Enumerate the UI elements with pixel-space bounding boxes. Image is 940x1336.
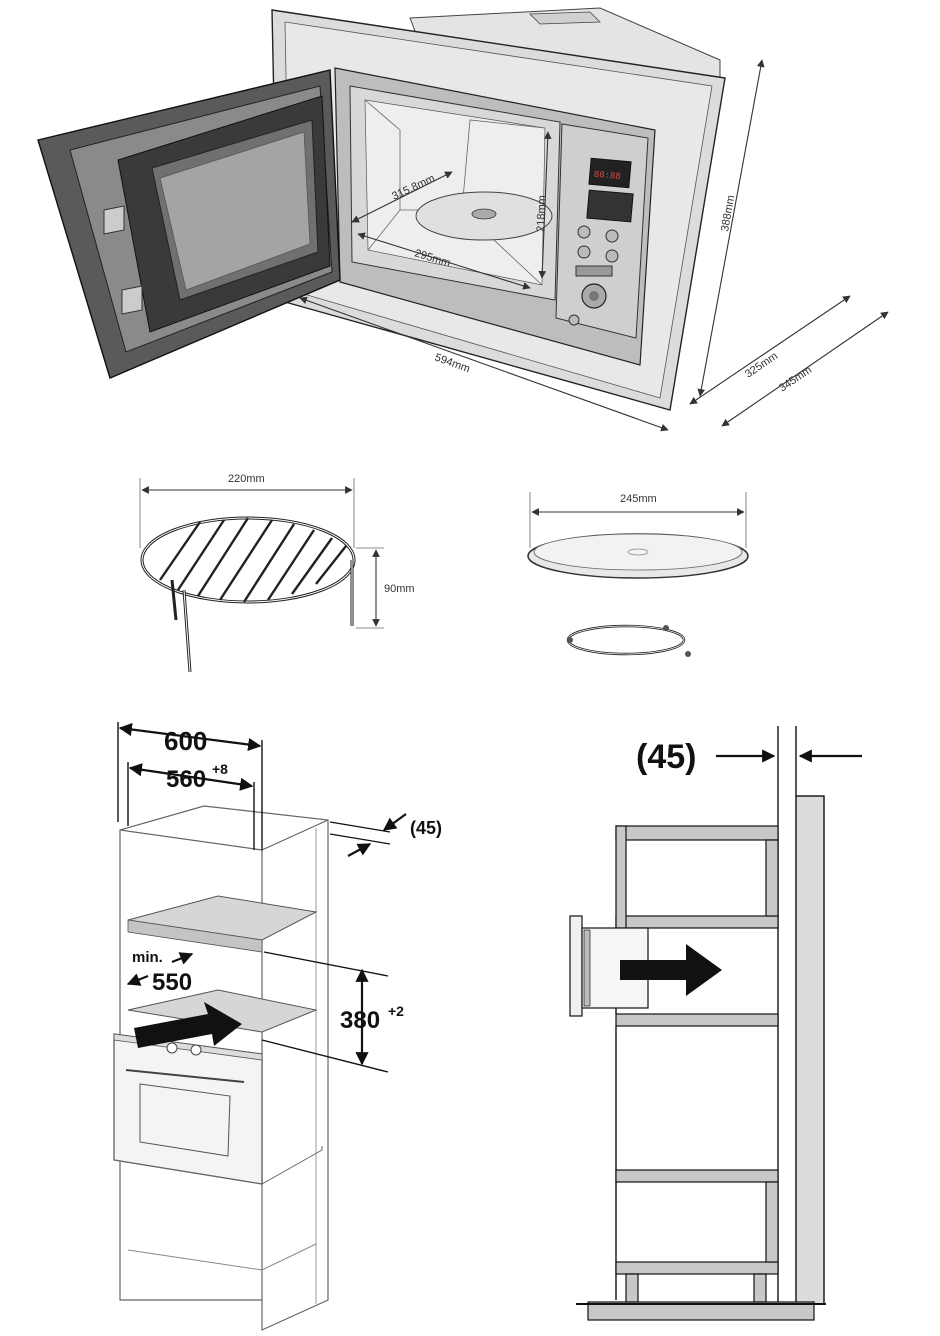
grill-rack: 220mm 90mm [139, 473, 415, 673]
rack-diameter-label: 220mm [228, 473, 265, 485]
height-label: 388mm [719, 194, 737, 232]
cabinet-gap-label: (45) [410, 818, 442, 838]
side-view-installation: (45) [569, 726, 862, 1321]
turntable-diameter-label: 245mm [620, 493, 657, 505]
depth-inner-label: 325mm [743, 350, 780, 380]
min-label: min. [132, 949, 163, 966]
niche-height-label: 380 [340, 1007, 380, 1034]
min-depth-label: 550 [152, 969, 192, 996]
rack-height-label: 90mm [384, 583, 415, 595]
cabinet-inner-width-tolerance: +8 [212, 761, 228, 777]
microwave-illustration: 88:88 [37, 7, 726, 411]
width-label: 594mm [433, 352, 472, 376]
turntable-plate: 245mm [527, 492, 749, 657]
display-readout: 88:88 [593, 170, 621, 182]
depth-outer-label: 345mm [777, 364, 814, 394]
cavity-height-label: 218mm [535, 195, 548, 232]
cabinet-width-label: 600 [164, 726, 207, 756]
cabinet-installation: 600 560 +8 (45) min. 550 380 +2 [113, 722, 442, 1331]
side-gap-label: (45) [636, 738, 696, 776]
cabinet-inner-width-label: 560 [166, 766, 206, 793]
niche-height-tolerance: +2 [388, 1003, 404, 1019]
